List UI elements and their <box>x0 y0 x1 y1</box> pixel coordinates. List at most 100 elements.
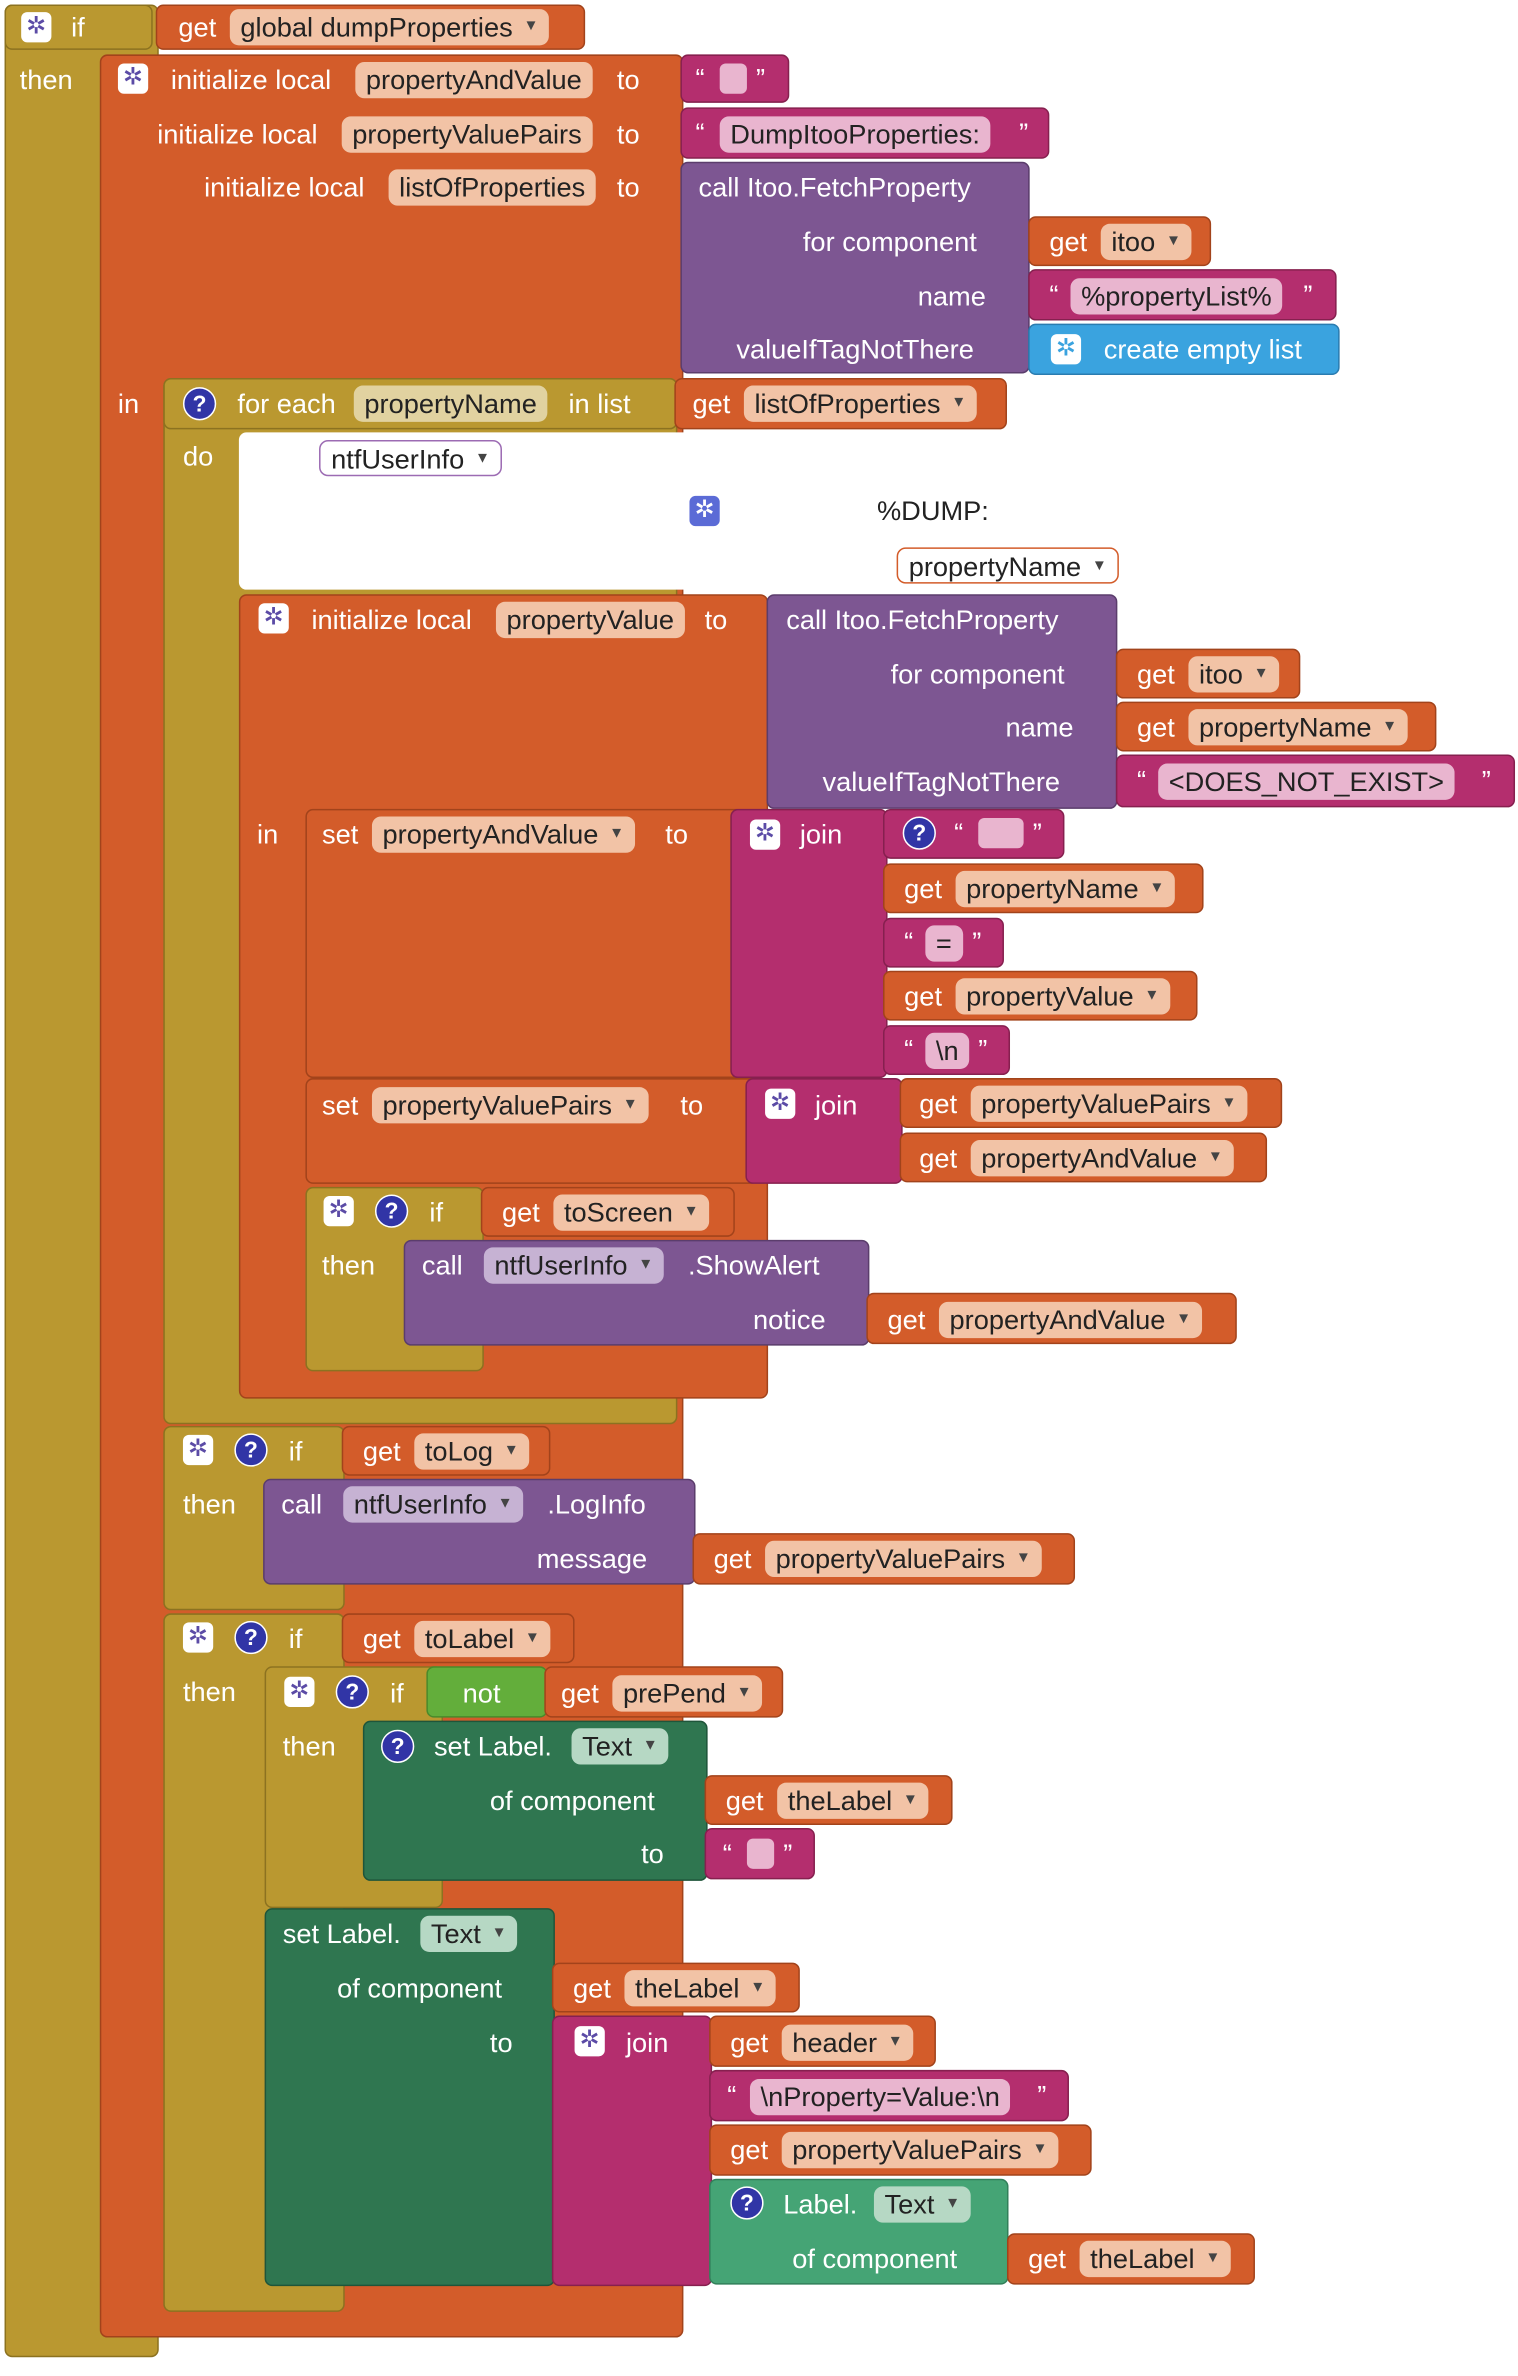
not-block[interactable] <box>426 1666 548 1718</box>
empty-string-value[interactable] <box>719 63 747 94</box>
equals-string-value[interactable]: = <box>925 925 963 962</box>
property-value-pairs-dropdown[interactable]: propertyValuePairs▼ <box>765 1540 1042 1578</box>
nprop-string-value[interactable]: \nProperty=Value:\n <box>749 2079 1011 2116</box>
var-list-of-properties[interactable]: listOfProperties <box>388 169 596 206</box>
to-log-dropdown[interactable]: toLog▼ <box>414 1433 530 1470</box>
set-label-text-block-2[interactable] <box>264 1908 555 2287</box>
to-label: to <box>616 65 640 96</box>
initialize-local-label: initialize local <box>204 172 365 203</box>
get-label: get <box>730 2134 769 2166</box>
call-label: call <box>421 1250 463 1281</box>
of-component-label: of component <box>337 1973 503 2004</box>
text-property-dropdown[interactable]: Text▼ <box>571 1728 669 1765</box>
gear-icon[interactable]: ✲ <box>21 12 52 43</box>
get-label: get <box>362 1436 401 1467</box>
property-list-string-value[interactable]: %propertyList% <box>1070 278 1283 315</box>
initialize-local-label: initialize local <box>170 65 332 96</box>
ntf-user-info-dropdown[interactable]: ntfUserInfo▼ <box>319 439 503 477</box>
property-value-pairs-dropdown[interactable]: propertyValuePairs▼ <box>781 2131 1059 2169</box>
global-dump-dropdown[interactable]: global dumpProperties▼ <box>229 9 550 46</box>
get-label: get <box>713 1543 752 1574</box>
do-label: do <box>182 441 214 472</box>
in-label: in <box>117 388 140 419</box>
gear-icon[interactable]: ✲ <box>765 1088 796 1119</box>
itoo-dropdown[interactable]: itoo▼ <box>1100 223 1192 261</box>
var-property-and-value[interactable]: propertyAndValue <box>355 61 593 99</box>
to-label-dropdown[interactable]: toLabel▼ <box>414 1620 551 1658</box>
property-name-dropdown[interactable]: propertyName▼ <box>955 870 1175 908</box>
the-label-dropdown[interactable]: theLabel▼ <box>1079 2240 1231 2278</box>
set-label-label: set Label. <box>282 1918 401 1949</box>
join-label: join <box>799 819 843 850</box>
property-and-value-dropdown[interactable]: propertyAndValue▼ <box>371 816 635 853</box>
fetch-property-label: call Itoo.FetchProperty <box>786 604 1059 636</box>
join-label: join <box>814 1090 858 1121</box>
get-label: get <box>904 981 943 1012</box>
fetch-property-block-2[interactable] <box>766 594 1118 809</box>
property-name-dropdown[interactable]: propertyName▼ <box>896 547 1119 584</box>
help-icon[interactable]: ? <box>182 387 217 421</box>
newline-string-value[interactable]: \n <box>925 1032 970 1069</box>
ntf-user-info-dropdown[interactable]: ntfUserInfo▼ <box>483 1247 664 1284</box>
gear-icon[interactable]: ✲ <box>323 1195 354 1227</box>
help-icon[interactable]: ? <box>730 2186 764 2220</box>
set-property-and-value-block[interactable] <box>305 808 744 1079</box>
property-name-dropdown[interactable]: propertyName▼ <box>1188 709 1408 746</box>
property-and-value-dropdown[interactable]: propertyAndValue▼ <box>938 1301 1202 1339</box>
dump-string-value[interactable]: DumpItooProperties: <box>719 116 991 153</box>
property-value-dropdown[interactable]: propertyValue▼ <box>955 978 1170 1015</box>
gear-icon[interactable]: ✲ <box>1050 334 1082 365</box>
property-value-pairs-dropdown[interactable]: propertyValuePairs▼ <box>970 1085 1248 1122</box>
the-label-dropdown[interactable]: theLabel▼ <box>777 1782 929 1819</box>
property-and-value-dropdown[interactable]: propertyAndValue▼ <box>970 1140 1234 1177</box>
fetch-property-block[interactable] <box>680 161 1030 374</box>
help-icon[interactable]: ? <box>902 816 936 850</box>
empty-string-value[interactable] <box>978 817 1024 849</box>
join-block-3[interactable] <box>551 2015 713 2287</box>
get-label: get <box>362 1623 401 1655</box>
gear-icon[interactable]: ✲ <box>182 1622 214 1653</box>
get-label: get <box>919 1143 958 1174</box>
get-label: get <box>560 1678 599 1709</box>
get-label: get <box>730 2027 769 2058</box>
text-property-dropdown[interactable]: Text▼ <box>873 2186 971 2223</box>
to-screen-dropdown[interactable]: toScreen▼ <box>553 1194 710 1231</box>
header-dropdown[interactable]: header▼ <box>781 2024 914 2061</box>
ntf-user-info-dropdown[interactable]: ntfUserInfo▼ <box>343 1486 524 1523</box>
for-each-var[interactable]: propertyName <box>353 385 548 422</box>
help-icon[interactable]: ? <box>381 1729 415 1763</box>
label-getter-label: Label. <box>783 2189 858 2220</box>
empty-string-value[interactable] <box>746 1838 775 1869</box>
list-of-properties-dropdown[interactable]: listOfProperties▼ <box>743 385 977 422</box>
for-component-label: for component <box>890 659 1065 690</box>
if-label: if <box>390 1678 404 1709</box>
help-icon[interactable]: ? <box>234 1433 268 1467</box>
gear-icon[interactable]: ✲ <box>574 2026 605 2057</box>
get-label: get <box>919 1088 958 1119</box>
gear-icon[interactable]: ✲ <box>258 603 289 634</box>
gear-icon[interactable]: ✲ <box>749 819 781 850</box>
does-not-exist-value[interactable]: <DOES_NOT_EXIST> <box>1158 763 1455 800</box>
help-icon[interactable]: ? <box>234 1620 268 1655</box>
gear-icon[interactable]: ✲ <box>284 1676 315 1708</box>
help-icon[interactable]: ? <box>374 1194 409 1228</box>
the-label-dropdown[interactable]: theLabel▼ <box>624 1970 776 2007</box>
in-label: in <box>257 819 279 850</box>
text-property-dropdown[interactable]: Text▼ <box>420 1915 518 1952</box>
initialize-local-label: initialize local <box>311 604 472 636</box>
gear-icon[interactable]: ✲ <box>182 1434 214 1466</box>
not-label: not <box>462 1678 501 1709</box>
to-label: to <box>489 2027 513 2058</box>
prepend-dropdown[interactable]: prePend▼ <box>612 1675 763 1712</box>
var-property-value-pairs[interactable]: propertyValuePairs <box>341 116 593 153</box>
gear-icon[interactable]: ✲ <box>689 495 720 527</box>
set-label: set <box>322 1090 359 1121</box>
gear-icon[interactable]: ✲ <box>117 63 149 94</box>
property-value-pairs-dropdown[interactable]: propertyValuePairs▼ <box>371 1087 649 1124</box>
var-property-value[interactable]: propertyValue <box>495 601 685 639</box>
to-label: to <box>665 819 688 850</box>
set-label: set <box>322 819 359 850</box>
name-label: name <box>1005 712 1074 743</box>
itoo-dropdown[interactable]: itoo▼ <box>1188 656 1280 693</box>
help-icon[interactable]: ? <box>335 1675 369 1709</box>
